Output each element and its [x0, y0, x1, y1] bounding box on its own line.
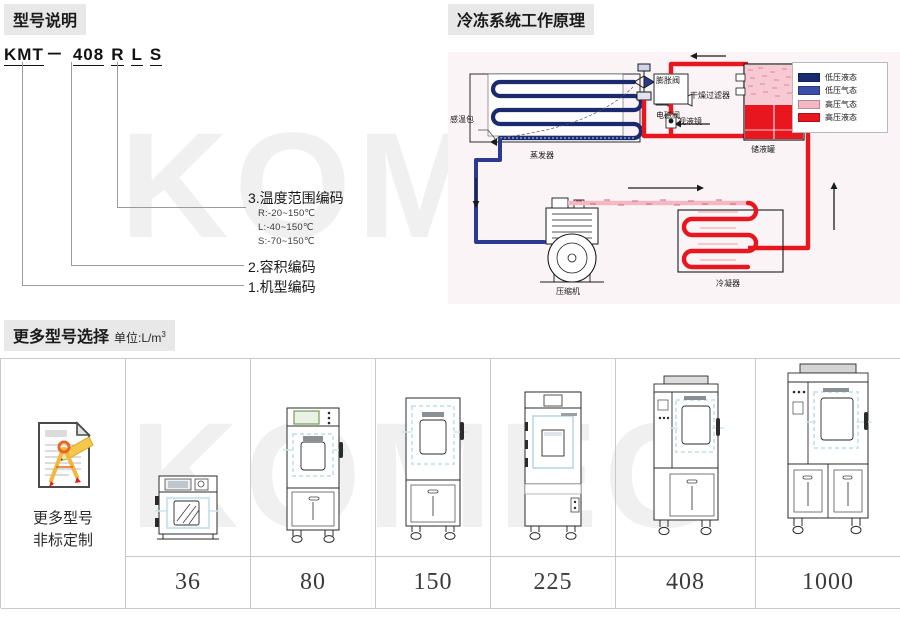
model-image-cell-225[interactable]: [491, 359, 616, 557]
section-unit-label: 单位:L/m3: [114, 330, 166, 345]
chamber-illustration-1000: [776, 360, 880, 548]
section-title-model-code: 型号说明: [4, 4, 87, 35]
model-image-cell-80[interactable]: [251, 359, 376, 557]
label-expansion-valve: 膨胀阀: [656, 76, 680, 85]
section-title-refrigeration: 冷冻系统工作原理: [448, 4, 595, 35]
legend-swatch-low-pressure-gas: [798, 86, 820, 95]
leader-line-vertical-3: [117, 62, 118, 207]
legend-swatch-high-pressure-gas: [798, 99, 820, 109]
code-part-l: L: [131, 45, 143, 66]
legend-item-3: 高压液态: [798, 112, 882, 123]
code-part-r: R: [111, 45, 125, 66]
label-sensing-bulb: 感温包: [450, 115, 474, 124]
legend-label-1: 低压气态: [825, 86, 857, 95]
model-volume-225: 225: [491, 557, 616, 609]
legend-item-1: 低压气态: [798, 85, 882, 96]
temp-range-s: S:-70~150℃: [258, 236, 315, 247]
leader-line-horizontal-1: [22, 285, 244, 286]
temp-range-r: R:-20~150℃: [258, 208, 316, 219]
callout-label-3: 3.温度范围编码: [248, 190, 344, 206]
custom-model-cell[interactable]: 更多型号 非标定制: [1, 359, 126, 609]
label-compressor: 压缩机: [556, 287, 580, 296]
legend-label-2: 高压气态: [825, 99, 857, 109]
callout-label-1: 1.机型编码: [248, 279, 316, 295]
label-receiver: 储液罐: [751, 145, 775, 154]
chamber-illustration-408: [640, 370, 732, 548]
temp-range-l: L:-40~150℃: [258, 222, 314, 233]
chamber-illustration-80: [275, 398, 351, 548]
refrigeration-legend: 低压液态 低压气态 高压气态 高压液态: [792, 62, 888, 133]
model-volume-408: 408: [616, 557, 756, 609]
section-title-more-models-text: 更多型号选择: [13, 329, 110, 346]
chamber-illustration-225: [511, 382, 595, 548]
legend-swatch-high-pressure-liquid: [798, 113, 820, 122]
label-condenser: 冷凝器: [716, 279, 740, 288]
section-title-model-code-text: 型号说明: [13, 13, 78, 30]
model-image-cell-36[interactable]: [126, 359, 251, 557]
custom-model-caption-line1: 更多型号: [32, 510, 93, 528]
custom-model-caption-line2: 非标定制: [32, 532, 93, 549]
legend-label-3: 高压液态: [825, 113, 857, 122]
label-sight-glass: 视液镜: [678, 117, 702, 126]
section-unit-text: 单位:L/m: [114, 331, 162, 345]
section-unit-sup: 3: [161, 330, 166, 339]
legend-item-0: 低压液态: [798, 72, 882, 83]
section-title-more-models: 更多型号选择单位:L/m3: [4, 320, 175, 351]
leader-line-vertical-1: [22, 62, 23, 285]
label-evaporator: 蒸发器: [530, 151, 554, 160]
refrigeration-diagram: 感温包 蒸发器 膨胀阀 电磁阀 干燥过滤器 视液镜 储液罐 压缩机 冷凝器 低压…: [448, 52, 900, 304]
legend-item-2: 高压气态: [798, 99, 882, 110]
code-part-s: S: [149, 45, 163, 66]
model-image-cell-150[interactable]: [376, 359, 491, 557]
refrigeration-schematic-svg: [469, 52, 838, 283]
model-image-cell-1000[interactable]: [756, 359, 900, 557]
section-title-refrigeration-text: 冷冻系统工作原理: [457, 13, 586, 30]
model-volume-36: 36: [126, 557, 251, 609]
model-image-cell-408[interactable]: [616, 359, 756, 557]
model-volume-1000: 1000: [756, 557, 900, 609]
legend-swatch-low-pressure-liquid: [798, 72, 820, 82]
label-solenoid-valve: 电磁阀: [656, 111, 680, 120]
label-dryer-filter: 干燥过滤器: [690, 91, 730, 100]
chamber-illustration-36: [145, 438, 231, 548]
code-spacer-1: [66, 59, 73, 60]
legend-label-0: 低压液态: [825, 72, 857, 82]
custom-order-icon: [23, 415, 103, 500]
leader-line-vertical-2: [71, 62, 72, 265]
models-table: 更多型号 非标定制 36 80 150 225 408 1000: [0, 358, 900, 609]
model-volume-80: 80: [251, 557, 376, 609]
leader-line-horizontal-3: [117, 207, 246, 208]
callout-label-2: 2.容积编码: [248, 259, 316, 275]
leader-line-horizontal-2: [71, 265, 244, 266]
code-part-prefix: KMT: [4, 45, 44, 66]
code-part-volume: 408: [72, 45, 105, 66]
code-spacer-4: [143, 59, 150, 60]
model-volume-150: 150: [376, 557, 491, 609]
code-part-dash: －: [45, 45, 64, 64]
custom-model-caption: 更多型号 非标定制: [33, 508, 93, 552]
chamber-illustration-150: [392, 390, 474, 548]
